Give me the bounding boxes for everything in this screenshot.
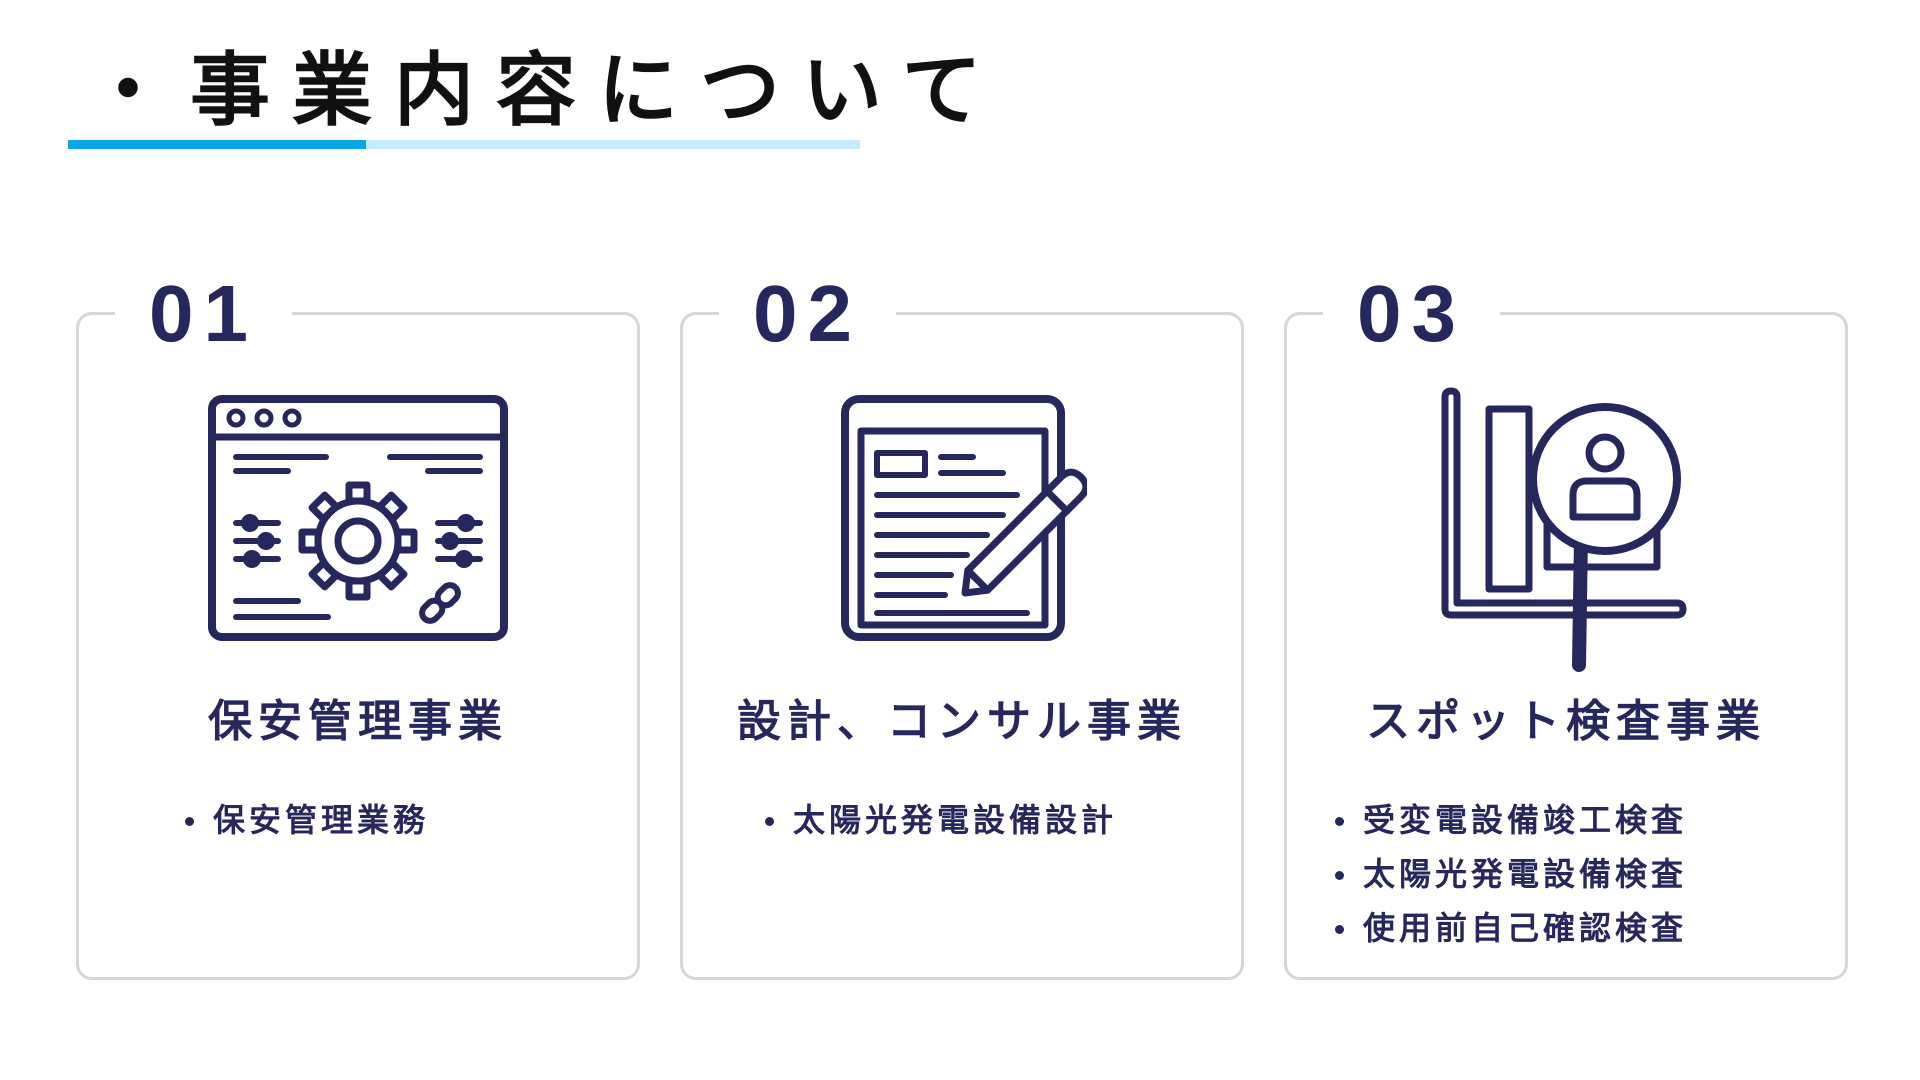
list-item: 使用前自己確認検査: [1335, 901, 1845, 955]
page-title: ・事業内容について: [88, 44, 1004, 137]
card-heading: スポット検査事業: [1366, 696, 1766, 747]
card-item-list: 太陽光発電設備設計: [765, 793, 1241, 847]
card-number: 02: [719, 269, 896, 359]
document-edit-pencil-icon: [683, 395, 1241, 645]
card-item-list: 受変電設備竣工検査 太陽光発電設備検査 使用前自己確認検査: [1335, 793, 1845, 955]
chart-magnifier-user-icon: [1287, 387, 1845, 672]
service-card-2: 02 設計、コンサル事業 太陽光発電設備設計: [680, 269, 1244, 980]
service-card-3: 03 スポット検査事業 受変電設備竣工検査 太陽光発電設備検査 使用前自己確認検…: [1284, 269, 1848, 980]
card-heading: 設計、コンサル事業: [737, 696, 1187, 747]
service-card-1: 01: [76, 269, 640, 980]
list-item: 太陽光発電設備検査: [1335, 847, 1845, 901]
title-underline-track: [68, 140, 860, 149]
title-underline-accent: [68, 140, 366, 149]
web-settings-gear-icon: [79, 395, 637, 645]
list-item: 保安管理業務: [185, 793, 637, 847]
card-heading: 保安管理事業: [208, 696, 508, 747]
card-number: 03: [1323, 269, 1500, 359]
card-item-list: 保安管理業務: [185, 793, 637, 847]
list-item: 受変電設備竣工検査: [1335, 793, 1845, 847]
list-item: 太陽光発電設備設計: [765, 793, 1241, 847]
card-number: 01: [115, 269, 292, 359]
